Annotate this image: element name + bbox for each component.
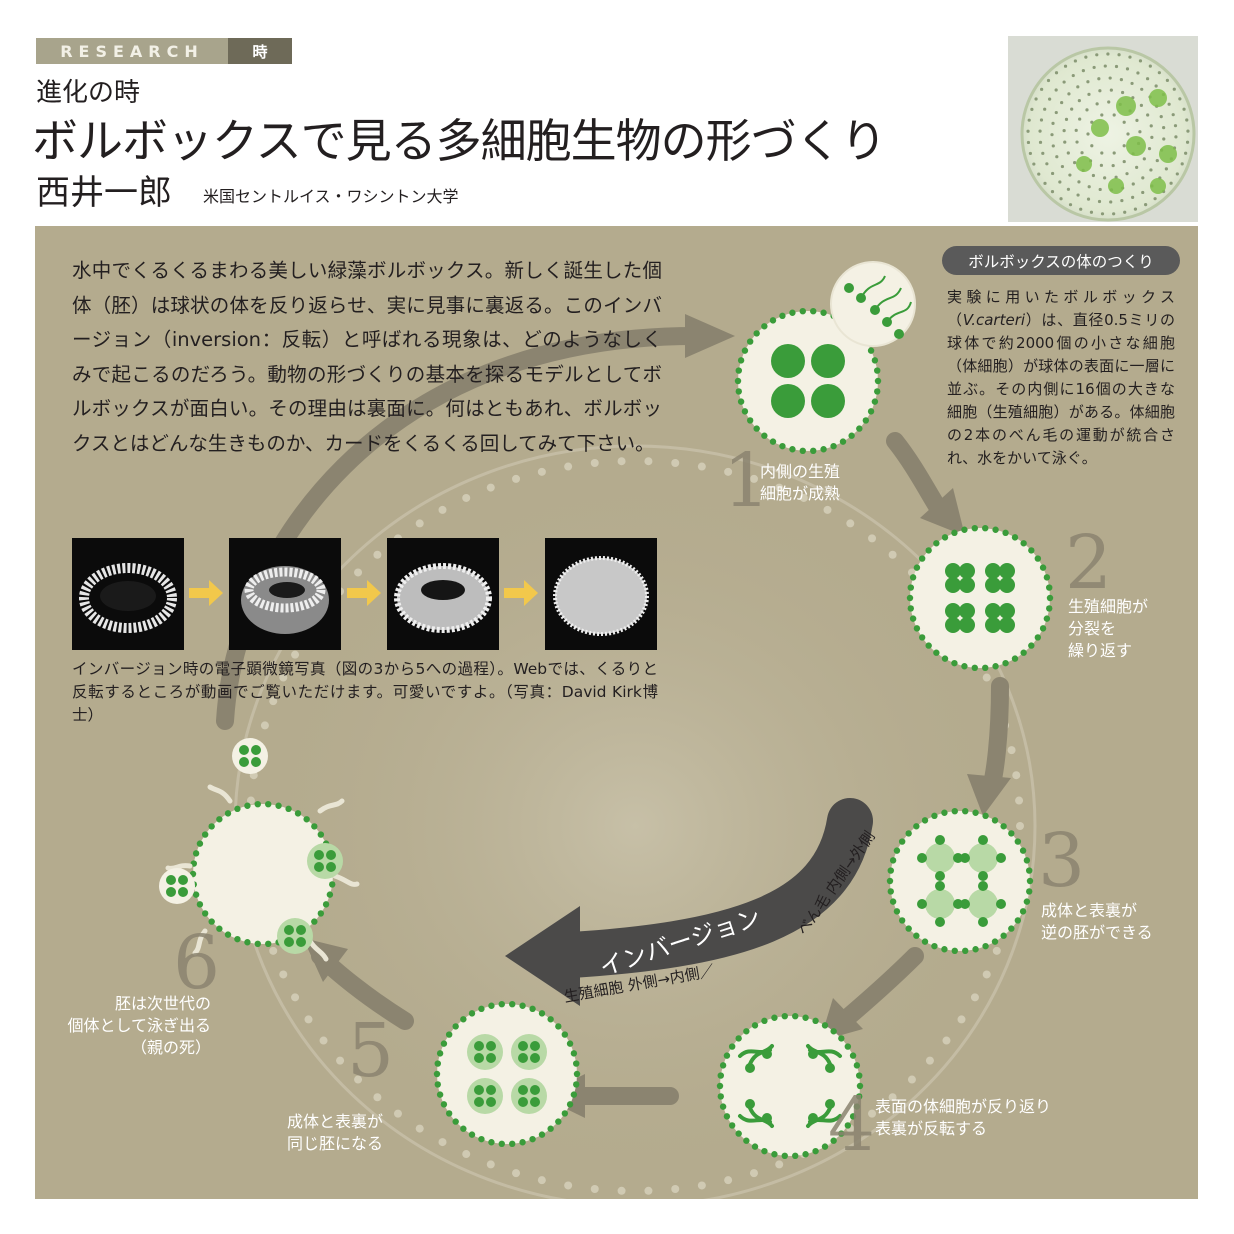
intro-text: 水中でくるくるまわる美しい緑藻ボルボックス。新しく誕生した個体（胚）は球状の体を… [72,259,662,455]
arrowhead-2 [920,488,965,536]
em-arrow-1 [189,580,223,606]
step-2-line-2: 分裂を [1068,619,1117,638]
step-number-2: 2 [1065,520,1113,606]
page-title: ボルボックスで見る多細胞生物の形づくり [32,114,887,168]
em-photo-3 [387,538,499,650]
arrowhead-1 [685,314,735,358]
stage-5 [433,1000,581,1148]
sidebar-title: ボルボックスの体のつくり [942,246,1180,275]
em-arrow-2 [347,580,381,606]
sidebar-body-pre: 実験に用いたボルボックス（ [947,288,1175,329]
em-photo-2 [229,538,341,650]
stage-6 [159,738,360,962]
stage-4 [716,1012,864,1160]
diagram-panel: インバージョン べん毛 内側→外側 生殖細胞 外側→内側／ [35,226,1198,1199]
step-6-line-3: （親の死） [130,1038,211,1057]
photo-caption: インバージョン時の電子顕微鏡写真（図の3から5への過程）。Webでは、くるりと反… [72,660,658,724]
em-arrow-3 [504,580,538,606]
tag-sub: 時 [228,38,292,64]
stage-2 [906,524,1054,672]
step-5-line-1: 成体と表裏が [286,1112,383,1131]
step-3-line-2: 逆の胚ができる [1041,923,1153,942]
step-label-1: 内側の生殖 細胞が成熟 [760,461,840,505]
step-1-line-2: 細胞が成熟 [760,484,841,503]
sidebar-body: 実験に用いたボルボックス（V.carteri）は、直径0.5ミリの球体で約200… [947,286,1175,470]
step-number-4: 4 [828,1082,876,1168]
step-1-line-1: 内側の生殖 [760,462,841,481]
arrow-2-to-3 [981,677,1009,800]
kicker: 進化の時 [36,78,141,108]
arrow-1-to-2 [886,432,949,520]
inversion-arrow [532,798,873,979]
stage-3 [886,807,1034,955]
step-label-3: 成体と表裏が 逆の胚ができる [1041,900,1153,944]
step-label-5: 成体と表裏が 同じ胚になる [253,1111,383,1155]
author-name: 西井一郎 [36,173,172,213]
step-label-4: 表面の体細胞が反り返り 表裏が反転する [875,1096,1051,1140]
em-photo-1 [72,538,184,650]
stage-1 [734,261,916,455]
step-6-line-2: 個体として泳ぎ出る [67,1016,211,1035]
volvox-photo [1008,36,1198,222]
tag-main: RESEARCH [36,38,228,64]
em-photo-row [72,538,658,650]
step-number-1: 1 [723,438,771,524]
step-label-6: 胚は次世代の 個体として泳ぎ出る （親の死） [55,993,211,1059]
step-5-line-2: 同じ胚になる [286,1134,383,1153]
step-3-line-1: 成体と表裏が [1041,901,1138,920]
sidebar-body-post: ）は、直径0.5ミリの球体で約2000個の小さな細胞（体細胞）が球体の表面に一層… [947,311,1175,467]
cell-inset [830,261,916,347]
step-number-5: 5 [347,1008,395,1094]
em-photo-4 [545,538,657,650]
inversion-arrowhead [505,906,580,1006]
step-number-6: 6 [173,920,221,1006]
step-6-line-1: 胚は次世代の [114,994,211,1013]
step-number-3: 3 [1038,818,1086,904]
step-4-line-1: 表面の体細胞が反り返り [875,1097,1052,1116]
step-2-line-3: 繰り返す [1068,641,1133,660]
step-label-2: 生殖細胞が 分裂を 繰り返す [1068,596,1148,662]
species-name: V.carteri [962,311,1026,329]
research-tag: RESEARCH 時 [36,38,292,64]
step-4-line-2: 表裏が反転する [875,1119,988,1138]
step-2-line-1: 生殖細胞が [1068,597,1149,616]
arrowhead-3 [967,774,1011,816]
author-affiliation: 米国セントルイス・ワシントン大学 [203,187,459,206]
